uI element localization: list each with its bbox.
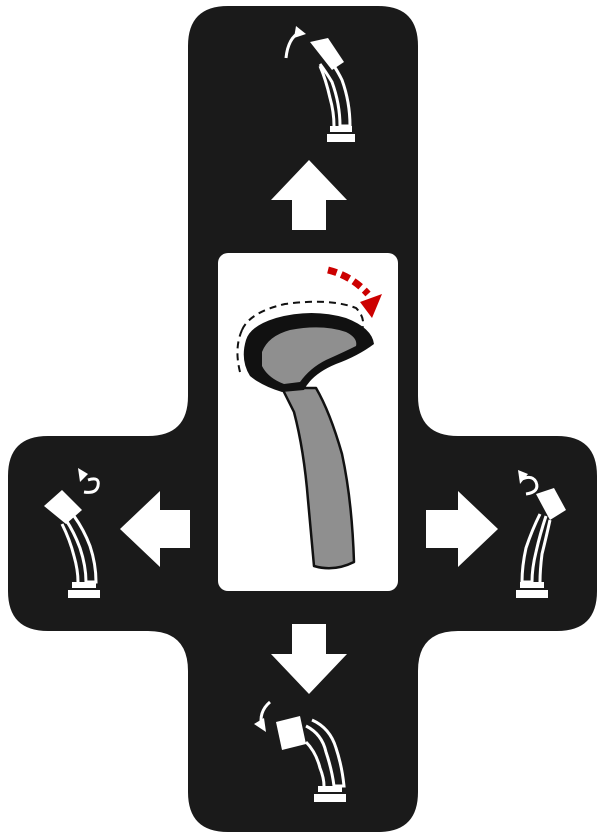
joystick-direction-diagram bbox=[0, 0, 597, 832]
diagram-canvas bbox=[0, 0, 597, 832]
